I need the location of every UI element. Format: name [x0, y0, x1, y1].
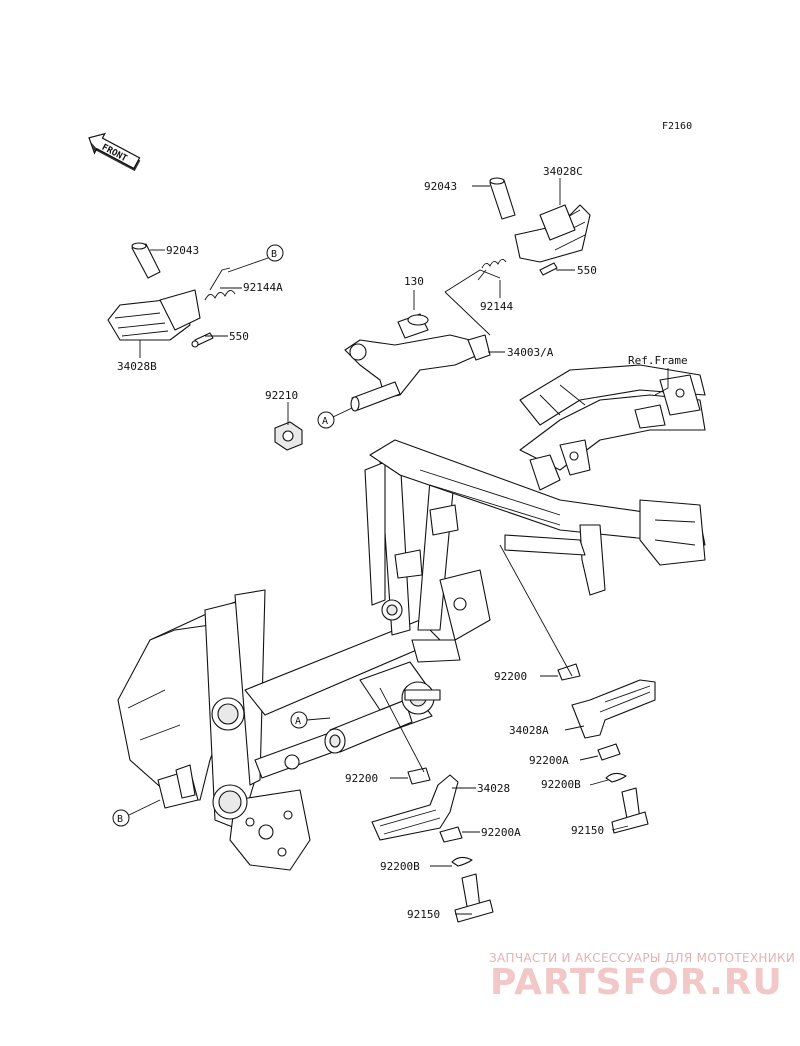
- callout-b-lower: B: [112, 809, 130, 827]
- label-34028C: 34028C: [543, 165, 583, 178]
- watermark-tagline: ЗАПЧАСТИ И АКСЕССУАРЫ ДЛЯ МОТОТЕХНИКИ: [489, 951, 795, 965]
- label-92200A-lower: 92200A: [481, 826, 521, 839]
- leader-lines: [139, 178, 669, 915]
- label-92200B-lower: 92200B: [380, 860, 420, 873]
- callout-a-lower: A: [290, 711, 308, 729]
- label-550-right: 550: [577, 264, 597, 277]
- svg-text:A: A: [295, 716, 301, 727]
- label-92150-right: 92150: [571, 824, 604, 837]
- label-550-left: 550: [229, 330, 249, 343]
- watermark-logo: PARTSFOR.RU: [490, 962, 783, 1003]
- footpeg-34028: [371, 767, 494, 923]
- label-34003A: 34003/A: [507, 346, 554, 359]
- label-92150-lower: 92150: [407, 908, 440, 921]
- label-92200-upper: 92200: [494, 670, 527, 683]
- svg-text:B: B: [117, 814, 123, 825]
- label-92043-left: 92043: [166, 244, 199, 257]
- label-92144: 92144: [480, 300, 513, 313]
- label-92144A: 92144A: [243, 281, 283, 294]
- label-34028: 34028: [477, 782, 510, 795]
- label-92200B-right: 92200B: [541, 778, 581, 791]
- label-92043-right: 92043: [424, 180, 457, 193]
- ref-frame-label: Ref.Frame: [628, 354, 688, 367]
- diagram-code: F2160: [662, 121, 692, 132]
- front-arrow-icon: FRONT: [88, 132, 141, 172]
- label-34028A: 34028A: [509, 724, 549, 737]
- label-34028B: 34028B: [117, 360, 157, 373]
- label-130: 130: [404, 275, 424, 288]
- frame-assembly: [117, 364, 706, 871]
- svg-text:A: A: [322, 416, 328, 427]
- pedal-34003A: [274, 313, 491, 451]
- callout-b-top: B: [266, 244, 284, 262]
- footpeg-34028C: [477, 177, 591, 281]
- footpeg-34028A: [557, 663, 656, 834]
- label-92210: 92210: [265, 389, 298, 402]
- footpeg-34028B: [107, 242, 236, 348]
- label-92200-lower: 92200: [345, 772, 378, 785]
- svg-text:B: B: [271, 249, 277, 260]
- callout-a-top: A: [317, 411, 335, 429]
- label-92200A-right: 92200A: [529, 754, 569, 767]
